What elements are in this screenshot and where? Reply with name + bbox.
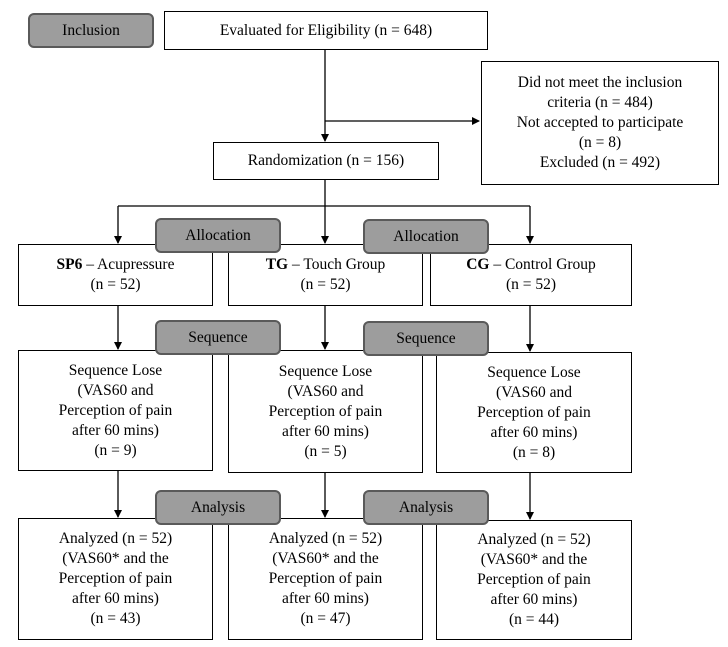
analysis-line: Perception of pain	[268, 570, 383, 587]
sequence-box: Sequence Lose (VAS60 and Perception of p…	[436, 352, 632, 473]
sequence-line: Perception of pain	[268, 402, 383, 420]
stage-tag-label: Inclusion	[62, 21, 120, 39]
analysis-line: after 60 mins)	[490, 591, 578, 608]
group-name: – Touch Group	[288, 256, 386, 273]
group-n: (n = 52)	[90, 276, 141, 293]
stage-tag-inclusion: Inclusion	[28, 13, 154, 48]
stage-tag-label: Sequence	[396, 329, 456, 347]
analysis-line: Analyzed (n = 52)	[58, 530, 173, 547]
analysis-line: after 60 mins)	[282, 590, 369, 607]
group-box-cg: CG – Control Group (n = 52)	[430, 244, 632, 306]
group-name: – Control Group	[489, 256, 596, 273]
sequence-line: Sequence Lose	[278, 362, 373, 380]
group-title: TG – Touch Group	[266, 255, 386, 275]
sequence-line: (VAS60 and	[77, 381, 154, 399]
group-n: (n = 52)	[300, 276, 351, 293]
sequence-line: after 60 mins)	[72, 421, 159, 439]
sequence-line: Sequence Lose	[487, 363, 581, 381]
group-title: SP6 – Acupressure	[57, 255, 175, 275]
analysis-line: Analyzed (n = 52)	[477, 531, 591, 548]
exclusion-box: Did not meet the inclusion criteria (n =…	[481, 61, 719, 185]
stage-tag-label: Analysis	[190, 498, 246, 516]
analysis-line: Analyzed (n = 52)	[268, 530, 383, 547]
stage-tag-label: Allocation	[185, 226, 251, 244]
sequence-line: Perception of pain	[58, 401, 173, 419]
stage-tag-sequence: Sequence	[155, 320, 281, 355]
exclusion-line: (n = 8)	[578, 134, 622, 151]
eligibility-text: Evaluated for Eligibility (n = 648)	[219, 21, 433, 39]
analysis-line: (n = 47)	[300, 610, 351, 627]
stage-tag-allocation: Allocation	[363, 219, 489, 254]
group-box-tg: TG – Touch Group (n = 52)	[228, 244, 423, 306]
analysis-line: (n = 44)	[508, 611, 560, 628]
stage-tag-label: Analysis	[398, 498, 454, 516]
stage-tag-analysis: Analysis	[155, 490, 281, 525]
group-name: – Acupressure	[82, 256, 175, 273]
exclusion-line: Did not meet the inclusion	[517, 74, 683, 91]
sequence-line: (n = 9)	[94, 441, 137, 459]
sequence-line: (VAS60 and	[496, 383, 572, 401]
analysis-line: Perception of pain	[58, 570, 173, 587]
sequence-line: Perception of pain	[477, 403, 591, 421]
sequence-line: after 60 mins)	[282, 422, 369, 440]
stage-tag-sequence: Sequence	[363, 321, 489, 356]
analysis-line: (VAS60* and the	[272, 550, 379, 567]
exclusion-line: Excluded (n = 492)	[539, 154, 661, 171]
sequence-line: (n = 5)	[304, 442, 347, 460]
exclusion-line: criteria (n = 484)	[547, 94, 653, 111]
sequence-line: Sequence Lose	[68, 361, 163, 379]
analysis-box: Analyzed (n = 52) (VAS60* and the Percep…	[18, 518, 213, 640]
randomization-box: Randomization (n = 156)	[213, 142, 439, 180]
stage-tag-label: Sequence	[188, 328, 248, 346]
sequence-line: after 60 mins)	[490, 423, 578, 441]
sequence-line: (n = 8)	[512, 443, 556, 461]
group-n: (n = 52)	[505, 276, 557, 293]
randomization-text: Randomization (n = 156)	[247, 152, 405, 169]
analysis-line: after 60 mins)	[72, 590, 159, 607]
sequence-box: Sequence Lose (VAS60 and Perception of p…	[228, 350, 423, 473]
analysis-line: (VAS60* and the	[480, 551, 588, 568]
group-abbr: CG	[466, 256, 490, 273]
sequence-line: (VAS60 and	[287, 382, 364, 400]
eligibility-box: Evaluated for Eligibility (n = 648)	[164, 11, 488, 50]
sequence-box: Sequence Lose (VAS60 and Perception of p…	[18, 350, 213, 471]
analysis-line: (VAS60* and the	[62, 550, 169, 567]
exclusion-line: Not accepted to participate	[516, 114, 684, 131]
stage-tag-analysis: Analysis	[363, 490, 489, 525]
group-title: CG – Control Group	[466, 255, 596, 275]
group-abbr: TG	[265, 256, 289, 273]
analysis-box: Analyzed (n = 52) (VAS60* and the Percep…	[228, 518, 423, 640]
analysis-line: Perception of pain	[477, 571, 591, 588]
stage-tag-label: Allocation	[393, 227, 459, 245]
analysis-box: Analyzed (n = 52) (VAS60* and the Percep…	[436, 520, 632, 640]
analysis-line: (n = 43)	[90, 610, 141, 627]
group-abbr: SP6	[56, 256, 83, 273]
group-box-sp6: SP6 – Acupressure (n = 52)	[18, 244, 213, 306]
stage-tag-allocation: Allocation	[155, 218, 281, 253]
